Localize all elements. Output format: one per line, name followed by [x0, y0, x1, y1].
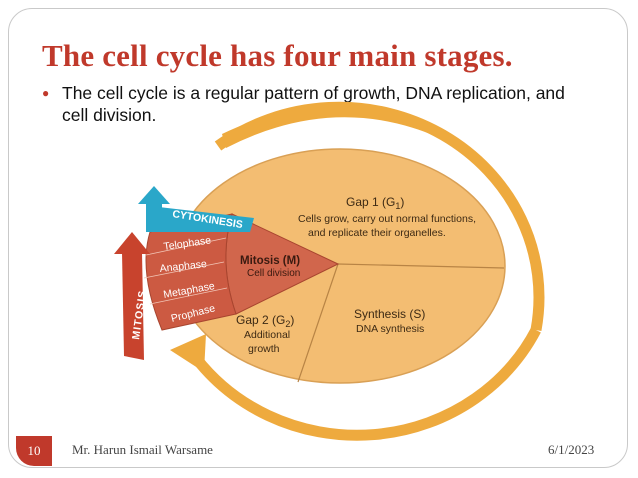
g2-title-main: Gap 2 (G — [236, 313, 285, 327]
bullet-marker-icon: ● — [42, 86, 50, 100]
mitosis-arrow-body — [122, 252, 144, 360]
cytokinesis-arrow-stem — [146, 204, 162, 232]
phase-label-anaphase: Anaphase — [159, 258, 207, 275]
interphase-ring-lower — [191, 327, 541, 441]
g1-title-end: ) — [400, 195, 404, 209]
mitosis-title: Mitosis (M) — [240, 255, 300, 267]
phase-divider-2 — [143, 261, 225, 279]
phase-divider-3 — [149, 287, 228, 305]
slide-number: 10 — [27, 443, 41, 458]
interphase-label-band — [222, 105, 440, 148]
bullet-text: The cell cycle is a regular pattern of g… — [62, 83, 565, 125]
g2-desc-line-2: growth — [248, 343, 280, 355]
slide-number-badge: 10 — [16, 436, 52, 466]
g2-title: Gap 2 (G2) — [236, 313, 294, 329]
divider-s-g2 — [297, 263, 339, 383]
s-title: Synthesis (S) — [354, 307, 425, 321]
divider-g1-s — [337, 263, 505, 269]
footer-author: Mr. Harun Ismail Warsame — [72, 442, 213, 457]
g1-title-sub: 1 — [395, 201, 400, 211]
bullet-item: ● The cell cycle is a regular pattern of… — [42, 82, 582, 126]
slide-frame — [8, 8, 628, 468]
cytokinesis-ribbon — [150, 206, 254, 232]
g2-title-end: ) — [290, 313, 294, 327]
cytokinesis-arrowhead — [138, 186, 170, 204]
g1-desc-line-1: Cells grow, carry out normal functions, — [298, 213, 476, 225]
g2-desc-line-1: Additional — [244, 329, 290, 341]
g1-title-main: Gap 1 (G — [346, 195, 395, 209]
g1-desc-line-2: and replicate their organelles. — [308, 227, 446, 239]
mitosis-subtitle: Cell division — [247, 268, 300, 279]
g1-title: Gap 1 (G1) — [346, 195, 404, 211]
interphase-arrowhead — [170, 334, 206, 372]
interphase-label: INTERPHASE — [286, 122, 385, 137]
g2-title-sub: 2 — [285, 319, 290, 329]
mitosis-arrowhead — [114, 232, 150, 254]
slide-title: The cell cycle has four main stages. — [42, 38, 513, 73]
s-desc: DNA synthesis — [356, 323, 424, 335]
footer-date: 6/1/2023 — [548, 442, 595, 457]
phase-divider-1 — [145, 237, 227, 256]
